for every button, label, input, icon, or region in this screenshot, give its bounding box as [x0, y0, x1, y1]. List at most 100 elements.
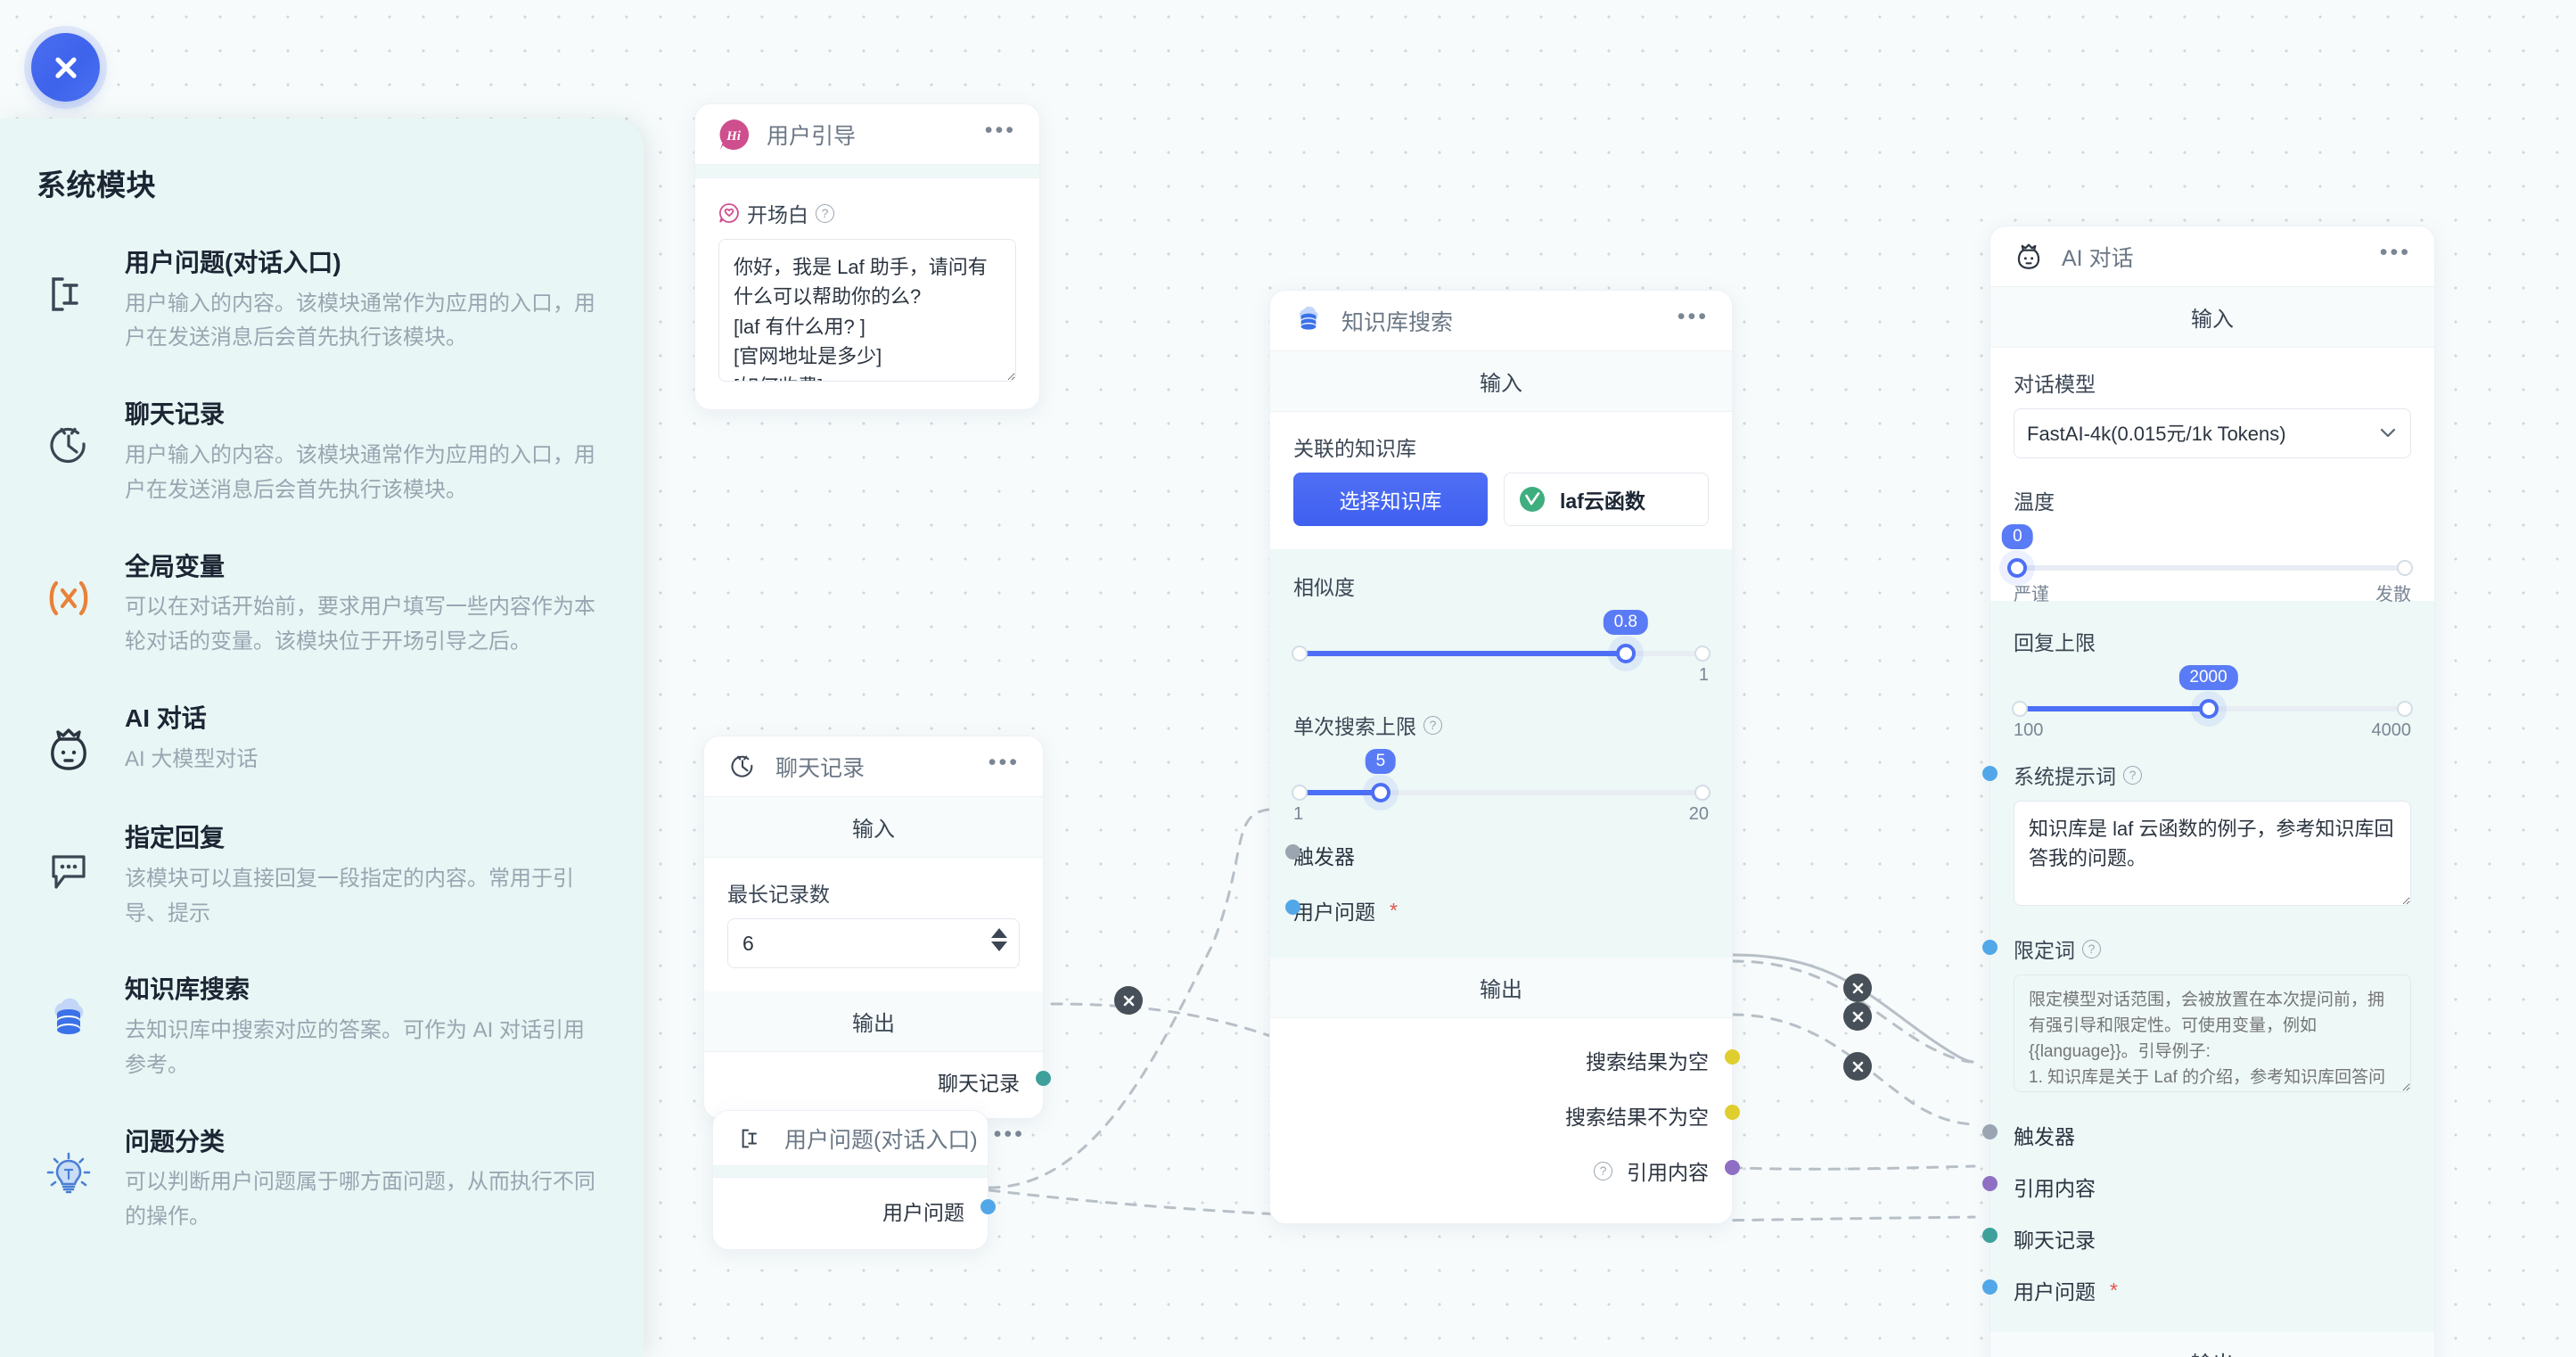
port-dot[interactable]	[980, 1199, 996, 1214]
sidebar-item-ai-chat[interactable]: AI 对话 AI 大模型对话	[0, 701, 644, 779]
sidebar-item-label: 问题分类	[125, 1127, 226, 1156]
sidebar-item-desc: 该模块可以直接回复一段指定的内容。常用于引导、提示	[125, 866, 574, 925]
node-body: 关联的知识库 选择知识库 laf云函数	[1270, 412, 1732, 549]
output-section-header: 输出	[1270, 958, 1732, 1018]
edge-delete-button[interactable]	[1843, 1052, 1872, 1081]
port-dot[interactable]	[1982, 940, 1998, 955]
node-header[interactable]: 用户问题(对话入口) •••	[713, 1111, 1022, 1166]
node-user-guide[interactable]: Hi 用户引导 ••• 开场白 ?	[694, 103, 1040, 410]
help-icon[interactable]: ?	[816, 203, 834, 223]
port-label: 引用内容	[1627, 1161, 1709, 1184]
help-icon[interactable]: ?	[2123, 765, 2142, 785]
node-menu-button[interactable]: •••	[1677, 303, 1709, 329]
sidebar-item-question-classify[interactable]: 问题分类 可以判断用户问题属于哪方面问题，从而执行不同的操作。	[0, 1124, 644, 1235]
node-menu-button[interactable]: •••	[993, 1121, 1025, 1147]
output-port-chat-history[interactable]: 聊天记录	[704, 1052, 1051, 1118]
port-dot[interactable]	[1285, 844, 1300, 859]
port-dot[interactable]	[1725, 1105, 1740, 1120]
linked-kb-label: 关联的知识库	[1293, 437, 1416, 460]
node-chat-history[interactable]: 聊天记录 ••• 输入 最长记录数 输出 聊天记录	[703, 736, 1051, 1119]
help-icon[interactable]: ?	[2082, 939, 2101, 958]
input-port-trigger[interactable]: 触发器	[1285, 820, 1709, 883]
port-dot[interactable]	[1285, 900, 1300, 915]
node-ai-chat[interactable]: AI 对话 ••• 输入 对话模型 FastAI-4k(0.015元/1k To…	[1982, 226, 2435, 1357]
temperature-label: 温度	[2014, 490, 2055, 514]
node-header[interactable]: 聊天记录 •••	[704, 736, 1043, 797]
node-menu-button[interactable]: •••	[988, 749, 1020, 775]
node-header[interactable]: AI 对话 •••	[1990, 226, 2434, 287]
port-dot[interactable]	[1982, 1279, 1998, 1295]
text-input-icon	[39, 265, 98, 324]
edge-delete-button[interactable]	[1843, 1002, 1872, 1031]
sidebar-item-label: 聊天记录	[125, 400, 226, 429]
sidebar-item-global-variable[interactable]: 全局变量 可以在对话开始前，要求用户填写一些内容作为本轮对话的变量。该模块位于开…	[0, 549, 644, 660]
node-kb-search[interactable]: 知识库搜索 ••• 输入 关联的知识库 选择知识库 laf云函数 相似度	[1269, 290, 1740, 1224]
node-title: 用户问题(对话入口)	[784, 1127, 978, 1153]
opening-statement-textarea[interactable]	[718, 239, 1016, 382]
node-menu-button[interactable]: •••	[984, 117, 1016, 143]
select-kb-button[interactable]: 选择知识库	[1293, 473, 1488, 526]
similarity-slider[interactable]: 0.8 1	[1292, 610, 1710, 685]
number-stepper[interactable]	[991, 928, 1007, 951]
stepper-up-icon[interactable]	[991, 928, 1007, 938]
model-select[interactable]: FastAI-4k(0.015元/1k Tokens)	[2014, 408, 2411, 458]
system-prompt-textarea[interactable]	[2014, 801, 2411, 906]
output-port-nonempty-result[interactable]: 搜索结果不为空	[1293, 1088, 1740, 1143]
output-port-empty-result[interactable]: 搜索结果为空	[1293, 1032, 1740, 1088]
node-user-question[interactable]: 用户问题(对话入口) ••• 用户问题	[712, 1110, 1022, 1250]
node-menu-button[interactable]: •••	[2379, 239, 2411, 265]
maxtoken-slider[interactable]: 2000 100 4000	[2012, 665, 2413, 740]
output-section-header: 输出	[1990, 1332, 2434, 1357]
port-dot[interactable]	[1036, 1071, 1051, 1086]
kb-name: laf云函数	[1560, 489, 1645, 513]
sidebar-item-user-question[interactable]: 用户问题(对话入口) 用户输入的内容。该模块通常作为应用的入口，用户在发送消息后…	[0, 245, 644, 356]
output-port-quote[interactable]: ? 引用内容	[1293, 1143, 1740, 1198]
node-header[interactable]: Hi 用户引导 •••	[695, 104, 1039, 165]
close-panel-button[interactable]	[31, 33, 100, 102]
sidebar-item-specified-reply[interactable]: 指定回复 该模块可以直接回复一段指定的内容。常用于引导、提示	[0, 820, 644, 931]
input-port-trigger[interactable]: 触发器	[1982, 1097, 2411, 1161]
topk-slider[interactable]: 5 1 20	[1292, 749, 1710, 824]
help-icon[interactable]: ?	[1423, 715, 1442, 735]
output-port-user-question[interactable]: 用户问题	[713, 1178, 996, 1249]
slider-thumb[interactable]	[1370, 783, 1391, 802]
port-dot[interactable]	[1725, 1160, 1740, 1175]
topk-label: 单次搜索上限 ?	[1293, 710, 1709, 740]
port-dot[interactable]	[1982, 1176, 1998, 1191]
input-port-user-question[interactable]: 用户问题*	[1285, 883, 1709, 931]
port-dot[interactable]	[1982, 766, 1998, 781]
port-label: 用户问题	[1293, 901, 1375, 924]
slider-thumb[interactable]	[2198, 699, 2219, 719]
input-port-user-question[interactable]: 用户问题*	[1982, 1264, 2411, 1309]
node-header[interactable]: 知识库搜索 •••	[1270, 291, 1732, 351]
database-icon	[1292, 304, 1325, 338]
slider-cap-left	[2012, 701, 2028, 717]
slider-fill	[2014, 706, 2209, 711]
temperature-slider[interactable]: 0 严谨 发散	[2002, 524, 2413, 604]
slider-max-label: 发散	[2375, 585, 2411, 604]
stepper-down-icon[interactable]	[991, 942, 1007, 951]
sidebar-item-kb-search[interactable]: 知识库搜索 去知识库中搜索对应的答案。可作为 AI 对话引用参考。	[0, 972, 644, 1082]
input-port-chat-history[interactable]: 聊天记录	[1982, 1213, 2411, 1264]
port-dot[interactable]	[1725, 1049, 1740, 1065]
sidebar-item-desc: 可以在对话开始前，要求用户填写一些内容作为本轮对话的变量。该模块位于开场引导之后…	[125, 595, 595, 654]
slider-thumb[interactable]	[1615, 644, 1636, 663]
slider-thumb[interactable]	[2007, 558, 2028, 578]
edge-delete-button[interactable]	[1114, 986, 1143, 1015]
sidebar-item-chat-history[interactable]: 聊天记录 用户输入的内容。该模块通常作为应用的入口，用户在发送消息后会首先执行该…	[0, 397, 644, 507]
similarity-label: 相似度	[1293, 576, 1355, 599]
slider-min-label: 1	[1293, 804, 1304, 824]
port-dot[interactable]	[1982, 1124, 1998, 1139]
max-records-input[interactable]	[727, 918, 1020, 968]
limit-prompt-textarea[interactable]	[2014, 975, 2411, 1092]
slider-max-label: 4000	[2371, 720, 2412, 740]
slider-cap-left	[1292, 785, 1308, 801]
kb-chip-laf[interactable]: laf云函数	[1504, 473, 1709, 526]
help-icon[interactable]: ?	[1594, 1161, 1612, 1180]
sidebar-item-label: 全局变量	[125, 552, 226, 580]
slider-cap-right	[1694, 785, 1710, 801]
port-dot[interactable]	[1982, 1228, 1998, 1243]
input-port-quote[interactable]: 引用内容	[1982, 1161, 2411, 1213]
edge-delete-button[interactable]	[1843, 974, 1872, 1002]
